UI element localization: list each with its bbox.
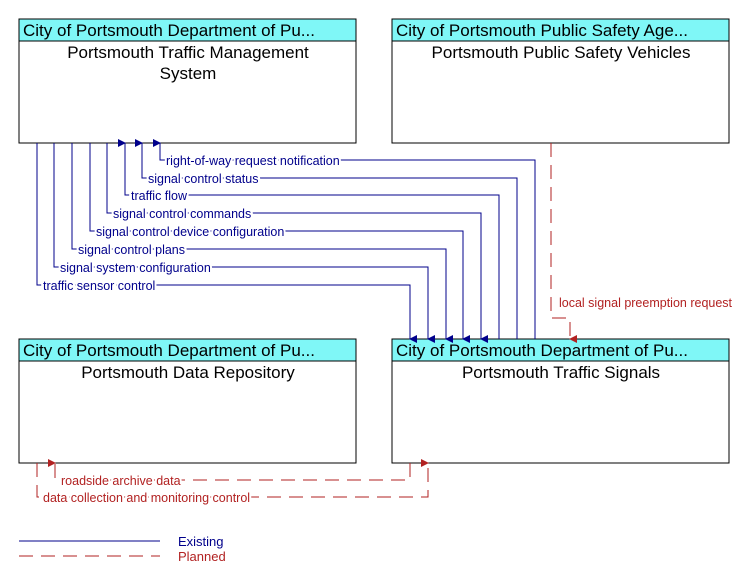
existing-flow-labels: right-of-way request notification signal… (41, 152, 342, 295)
flow-label: local signal preemption request (559, 296, 733, 310)
flow-label: signal control status (148, 172, 258, 186)
flow-line-traffic-sensor-control (36, 143, 417, 343)
box-title: City of Portsmouth Department of Pu... (23, 21, 315, 40)
flow-line-signal-control-status (135, 139, 518, 339)
flow-label: signal control commands (113, 207, 251, 221)
box-data-repository[interactable]: City of Portsmouth Department of Pu... P… (18, 338, 357, 464)
box-traffic-signals[interactable]: City of Portsmouth Department of Pu... P… (391, 338, 730, 464)
existing-flows (36, 139, 536, 343)
box-name-line: Portsmouth Traffic Management (67, 43, 309, 62)
box-title: City of Portsmouth Public Safety Age... (396, 21, 688, 40)
flow-label: right-of-way request notification (166, 154, 340, 168)
box-traffic-management-system[interactable]: City of Portsmouth Department of Pu... P… (18, 18, 357, 144)
legend: Existing Planned (19, 534, 226, 564)
flow-label: signal control plans (78, 243, 185, 257)
flow-line-data-collection-and-monitoring-control (36, 459, 429, 498)
flow-label: data collection and monitoring control (43, 491, 250, 505)
box-header (18, 338, 357, 362)
box-public-safety-vehicles[interactable]: City of Portsmouth Public Safety Age... … (391, 18, 730, 144)
box-title: City of Portsmouth Department of Pu... (396, 341, 688, 360)
legend-planned-label: Planned (178, 549, 226, 564)
planned-flow-labels: local signal preemption request roadside… (41, 294, 735, 507)
flow-line-signal-control-plans (71, 143, 453, 343)
legend-existing-label: Existing (178, 534, 224, 549)
flow-line-local-signal-preemption-request (550, 143, 577, 343)
flow-label: roadside archive data (61, 474, 181, 488)
box-name-line: Portsmouth Public Safety Vehicles (432, 43, 691, 62)
flow-line-right-of-way-request-notification (153, 139, 536, 339)
flow-label: signal system configuration (60, 261, 211, 275)
flow-line-signal-control-device-configuration (89, 143, 470, 343)
flow-label: signal control device configuration (96, 225, 284, 239)
flow-label: traffic sensor control (43, 279, 155, 293)
flow-line-traffic-flow (118, 139, 500, 339)
box-name-line: Portsmouth Data Repository (81, 363, 295, 382)
flow-line-roadside-archive-data (48, 459, 411, 481)
box-title: City of Portsmouth Department of Pu... (23, 341, 315, 360)
flow-label: traffic flow (131, 189, 188, 203)
planned-flows (36, 143, 577, 498)
box-header (391, 338, 730, 362)
flow-line-signal-system-configuration (53, 143, 435, 343)
box-name-line: Portsmouth Traffic Signals (462, 363, 660, 382)
flow-line-signal-control-commands (106, 143, 488, 343)
box-name-line: System (160, 64, 217, 83)
box-header (18, 18, 357, 42)
box-header (391, 18, 730, 42)
